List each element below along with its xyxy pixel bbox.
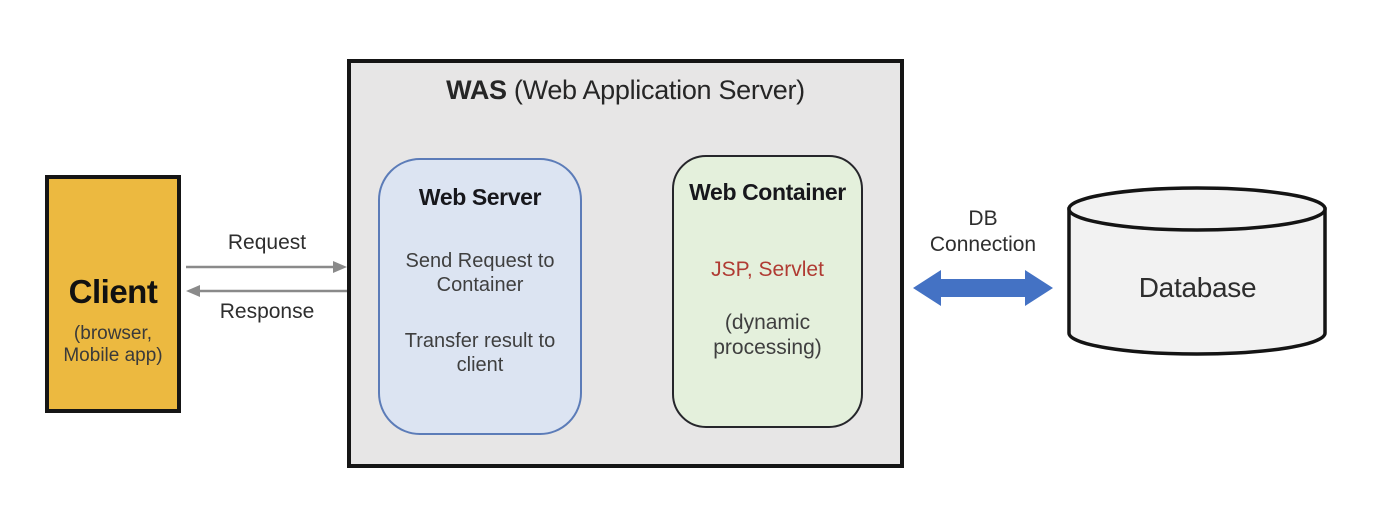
web-server-line-2: Transfer result to client: [404, 330, 556, 376]
web-container-note: (dynamic processing): [713, 311, 822, 360]
request-label: Request: [227, 231, 307, 254]
response-arrow: [186, 285, 348, 297]
client-subtitle: (browser, Mobile app): [63, 323, 163, 366]
request-arrow: [186, 261, 347, 273]
web-server-node: Web Server Send Request to Container Tra…: [378, 158, 582, 435]
client-title: Client: [68, 273, 158, 311]
web-container-title: Web Container: [689, 179, 846, 205]
was-title-abbrev: WAS: [446, 75, 507, 105]
client-node: Client (browser, Mobile app): [45, 175, 181, 413]
database-cylinder-icon: [1067, 186, 1327, 356]
db-connection-label: DB Connection: [929, 207, 1037, 257]
web-container-node: Web Container JSP, Servlet (dynamic proc…: [672, 155, 863, 428]
web-server-line-1: Send Request to Container: [405, 250, 555, 296]
response-label: Response: [219, 300, 315, 323]
web-server-title: Web Server: [418, 184, 542, 210]
was-title: WAS (Web Application Server): [347, 75, 904, 106]
database-label: Database: [1138, 272, 1257, 303]
web-container-tech: JSP, Servlet: [711, 258, 824, 281]
was-title-full: (Web Application Server): [506, 75, 805, 105]
db-connection-arrow: [913, 270, 1053, 306]
